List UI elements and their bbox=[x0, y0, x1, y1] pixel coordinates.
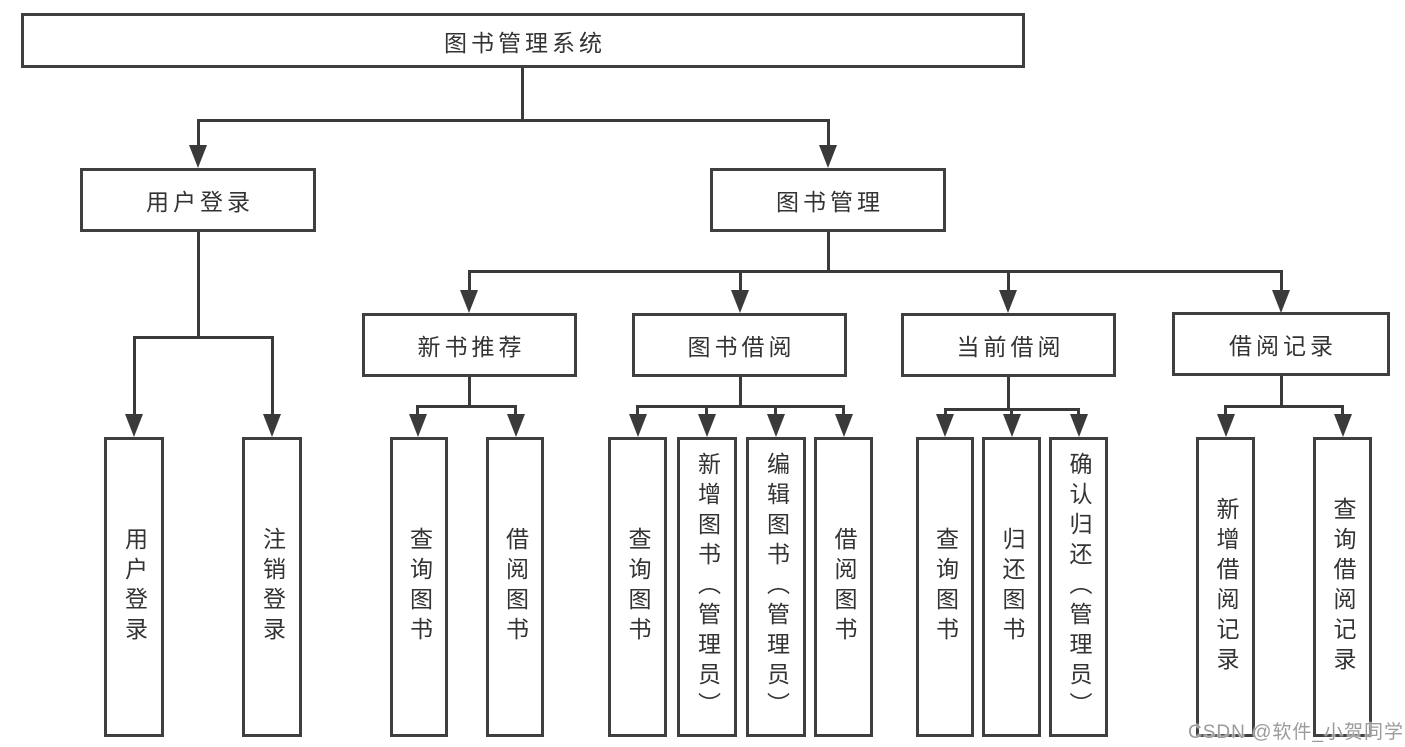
connector-line bbox=[521, 68, 524, 120]
connector-line bbox=[1224, 405, 1227, 416]
arrow-down-icon bbox=[1334, 414, 1352, 437]
arrow-down-icon bbox=[629, 414, 647, 437]
connector-line bbox=[416, 405, 517, 408]
connector-line bbox=[1010, 408, 1013, 416]
node-book-borrowing: 图书借阅 bbox=[632, 313, 847, 377]
leaf-query-books-2: 查询图书 bbox=[608, 437, 667, 737]
leaf-add-borrow-record: 新增借阅记录 bbox=[1196, 437, 1255, 737]
leaf-label: 借阅图书 bbox=[502, 527, 529, 647]
connector-line bbox=[842, 405, 845, 416]
node-borrowing-records: 借阅记录 bbox=[1172, 312, 1390, 376]
arrow-down-icon bbox=[936, 414, 954, 437]
arrow-down-icon bbox=[189, 145, 207, 168]
arrow-down-icon bbox=[125, 414, 143, 437]
arrow-down-icon bbox=[835, 414, 853, 437]
leaf-query-books-3: 查询图书 bbox=[916, 437, 974, 737]
connector-line bbox=[827, 119, 830, 146]
connector-line bbox=[1224, 405, 1344, 408]
leaf-confirm-return-admin: 确认归还（管理员） bbox=[1049, 437, 1108, 737]
connector-line bbox=[133, 336, 274, 339]
connector-line bbox=[739, 377, 742, 405]
leaf-label: 用户登录 bbox=[121, 527, 148, 647]
connector-line bbox=[1007, 377, 1010, 408]
connector-line bbox=[468, 377, 471, 405]
node-new-book-recommendation: 新书推荐 bbox=[362, 313, 577, 377]
node-book-management: 图书管理 bbox=[710, 168, 946, 232]
connector-line bbox=[1280, 376, 1283, 405]
arrow-down-icon bbox=[1070, 414, 1088, 437]
leaf-user-login: 用户登录 bbox=[104, 437, 164, 737]
connector-line bbox=[739, 270, 742, 292]
connector-line bbox=[705, 405, 708, 416]
connector-line bbox=[197, 232, 200, 337]
leaf-borrow-books-2: 借阅图书 bbox=[814, 437, 873, 737]
arrow-down-icon bbox=[731, 290, 749, 313]
leaf-label: 查询图书 bbox=[406, 527, 433, 647]
arrow-down-icon bbox=[263, 414, 281, 437]
connector-line bbox=[1341, 405, 1344, 416]
connector-line bbox=[468, 270, 1283, 273]
connector-line bbox=[197, 119, 200, 146]
leaf-logout: 注销登录 bbox=[242, 437, 302, 737]
arrow-down-icon bbox=[767, 414, 785, 437]
arrow-down-icon bbox=[999, 290, 1017, 313]
csdn-watermark: CSDN @软件_小贺同学 bbox=[1188, 722, 1404, 743]
connector-line bbox=[1077, 408, 1080, 416]
leaf-return-book: 归还图书 bbox=[982, 437, 1041, 737]
arrow-down-icon bbox=[698, 414, 716, 437]
leaf-query-borrow-record: 查询借阅记录 bbox=[1313, 437, 1372, 737]
arrow-down-icon bbox=[507, 414, 525, 437]
node-library-management-system: 图书管理系统 bbox=[21, 13, 1025, 68]
connector-line bbox=[416, 405, 419, 416]
leaf-label: 借阅图书 bbox=[831, 527, 857, 647]
leaf-label: 查询借阅记录 bbox=[1330, 497, 1356, 677]
leaf-label: 查询图书 bbox=[625, 527, 651, 647]
connector-line bbox=[774, 405, 777, 416]
connector-line bbox=[1280, 270, 1283, 292]
arrow-down-icon bbox=[1003, 414, 1021, 437]
connector-line bbox=[636, 405, 639, 416]
leaf-borrow-books-1: 借阅图书 bbox=[486, 437, 544, 737]
leaf-label: 新增借阅记录 bbox=[1213, 497, 1239, 677]
connector-line bbox=[944, 408, 947, 416]
leaf-label: 归还图书 bbox=[999, 527, 1025, 647]
arrow-down-icon bbox=[819, 145, 837, 168]
leaf-add-book-admin: 新增图书（管理员） bbox=[677, 437, 737, 737]
leaf-label: 查询图书 bbox=[932, 527, 959, 647]
connector-line bbox=[827, 232, 830, 270]
node-current-borrowing: 当前借阅 bbox=[901, 313, 1116, 377]
connector-line bbox=[271, 336, 274, 416]
leaf-label: 注销登录 bbox=[259, 527, 286, 647]
arrow-down-icon bbox=[460, 290, 478, 313]
connector-line bbox=[1007, 270, 1010, 292]
arrow-down-icon bbox=[1217, 414, 1235, 437]
connector-line bbox=[197, 119, 830, 122]
arrow-down-icon bbox=[1272, 290, 1290, 313]
node-user-login: 用户登录 bbox=[80, 168, 316, 232]
connector-line bbox=[133, 336, 136, 416]
leaf-label: 确认归还（管理员） bbox=[1066, 452, 1092, 722]
leaf-query-books-1: 查询图书 bbox=[390, 437, 448, 737]
connector-line bbox=[636, 405, 845, 408]
arrow-down-icon bbox=[409, 414, 427, 437]
connector-line bbox=[468, 270, 471, 292]
leaf-label: 新增图书（管理员） bbox=[694, 452, 721, 722]
connector-line bbox=[514, 405, 517, 416]
leaf-edit-book-admin: 编辑图书（管理员） bbox=[746, 437, 806, 737]
leaf-label: 编辑图书（管理员） bbox=[763, 452, 790, 722]
